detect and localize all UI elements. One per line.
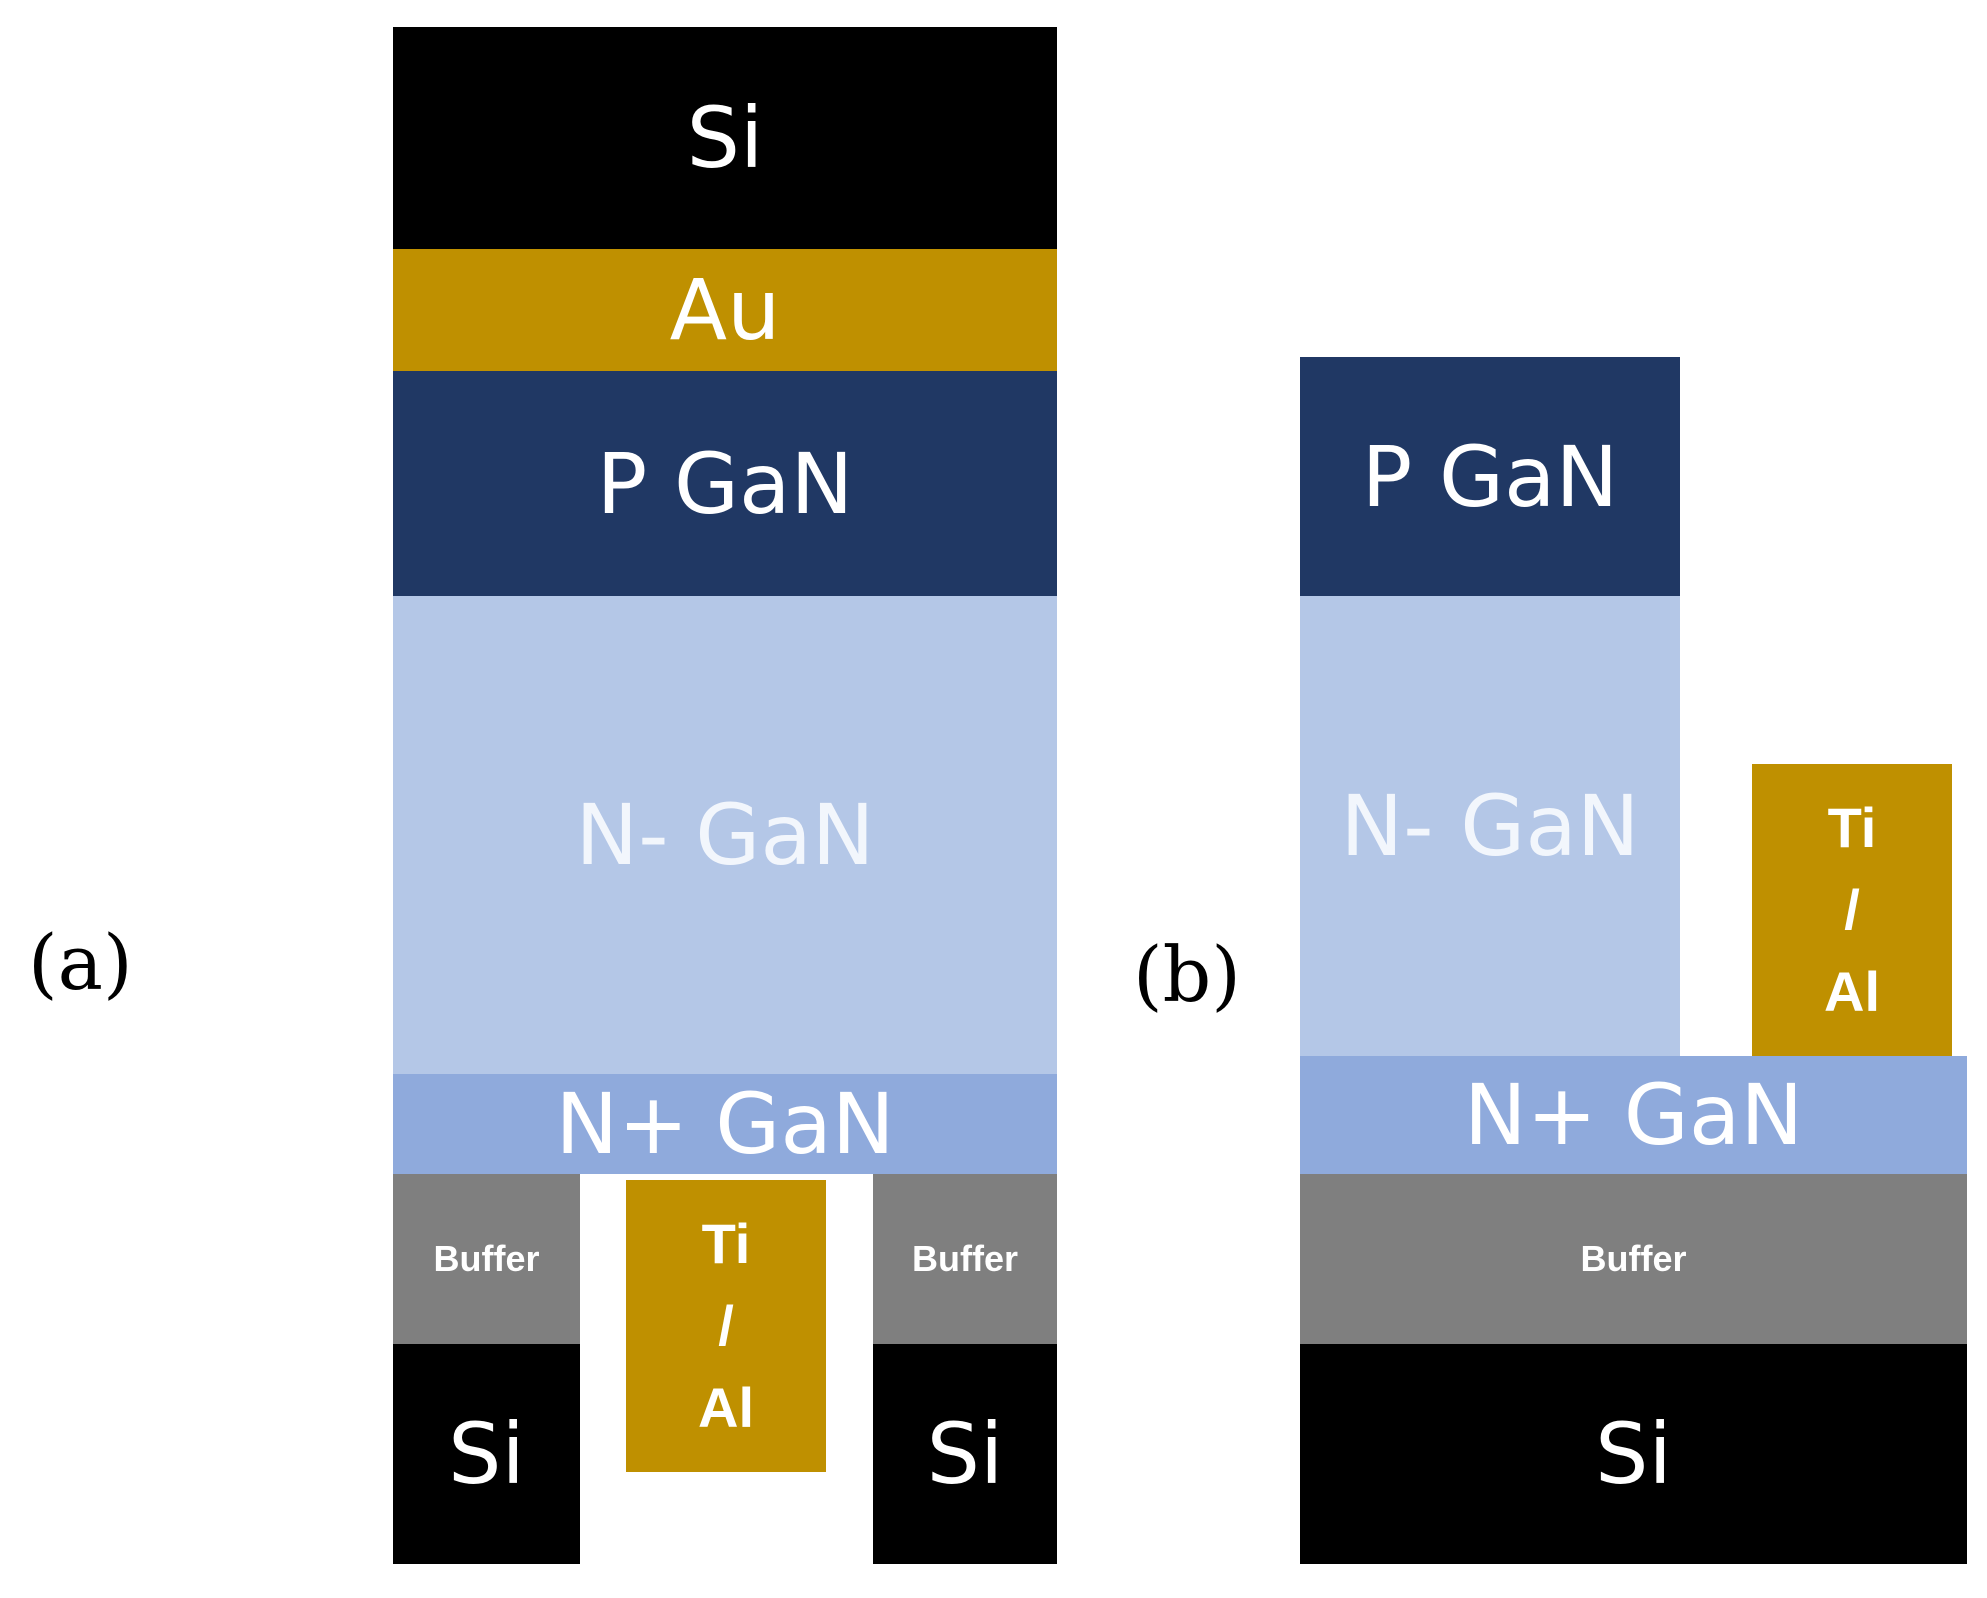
- a-buffer-right-layer: Buffer: [873, 1174, 1057, 1344]
- a-n-plus-gan-text: N+ GaN: [555, 1075, 895, 1173]
- a-ti-text: Ti: [701, 1212, 751, 1275]
- b-n-minus-gan-text: N- GaN: [1340, 777, 1640, 875]
- a-ti-al-contact: Ti / Al: [626, 1180, 826, 1472]
- a-si-left-layer: Si: [393, 1344, 580, 1564]
- a-buffer-left-text: Buffer: [433, 1238, 540, 1279]
- b-al-text: Al: [1824, 960, 1880, 1023]
- b-n-plus-gan-layer: N+ GaN: [1300, 1056, 1967, 1174]
- a-n-minus-gan-text: N- GaN: [575, 786, 875, 884]
- a-n-minus-gan-layer: N- GaN: [393, 596, 1057, 1074]
- a-si-top-layer: Si: [393, 27, 1057, 249]
- a-al-text: Al: [698, 1376, 754, 1439]
- a-si-right-layer: Si: [873, 1344, 1057, 1564]
- b-n-minus-gan-layer: N- GaN: [1300, 596, 1680, 1056]
- a-buffer-left-layer: Buffer: [393, 1174, 580, 1344]
- a-p-gan-layer: P GaN: [393, 371, 1057, 596]
- a-si-top-text: Si: [686, 89, 764, 187]
- b-ti-al-contact: Ti / Al: [1752, 764, 1952, 1056]
- a-au-text: Au: [669, 261, 781, 359]
- b-slash-text: /: [1844, 878, 1860, 941]
- b-buffer-layer: Buffer: [1300, 1174, 1967, 1344]
- b-si-text: Si: [1595, 1405, 1672, 1503]
- a-si-right-text: Si: [926, 1405, 1004, 1503]
- b-ti-text: Ti: [1827, 796, 1877, 859]
- a-slash-text: /: [718, 1294, 734, 1357]
- a-buffer-right-text: Buffer: [912, 1238, 1018, 1279]
- a-p-gan-text: P GaN: [596, 434, 854, 533]
- panel-b-label: (b): [1133, 930, 1241, 1019]
- b-p-gan-text: P GaN: [1361, 427, 1619, 526]
- b-p-gan-layer: P GaN: [1300, 357, 1680, 596]
- b-n-plus-gan-text: N+ GaN: [1463, 1066, 1804, 1164]
- panel-a-label: (a): [28, 918, 133, 1007]
- b-buffer-text: Buffer: [1580, 1238, 1687, 1279]
- a-si-left-text: Si: [448, 1405, 525, 1503]
- a-n-plus-gan-layer: N+ GaN: [393, 1074, 1057, 1174]
- b-si-layer: Si: [1300, 1344, 1967, 1564]
- a-au-layer: Au: [393, 249, 1057, 371]
